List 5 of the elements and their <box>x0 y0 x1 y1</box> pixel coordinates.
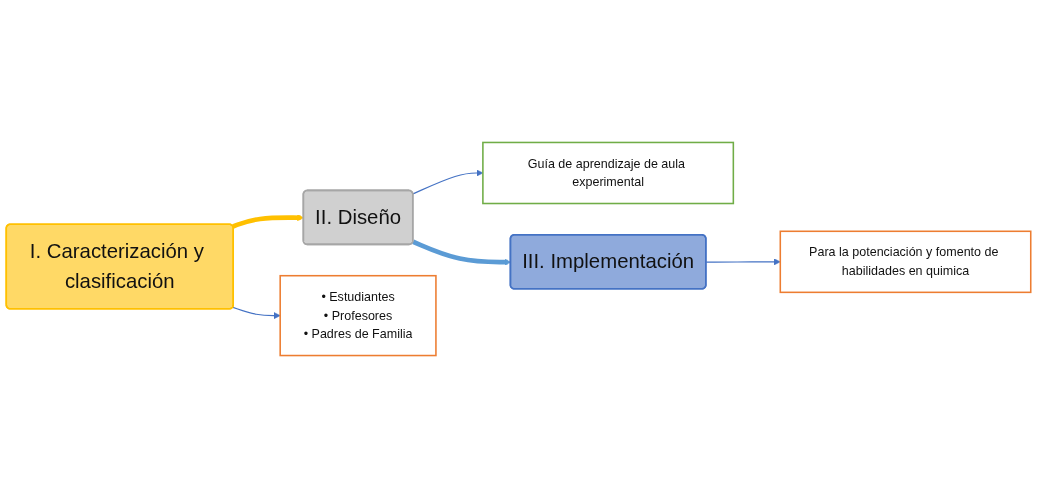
arrow <box>705 258 781 266</box>
node-box: Para la potenciación y fomento de habilidades en quimica <box>779 230 1032 294</box>
arrow <box>232 306 281 320</box>
node-box: Guía de aprendizaje de aula experimental <box>482 141 735 205</box>
node-box: • Estudiantes • Profesores • Padres de Familia <box>279 274 437 357</box>
